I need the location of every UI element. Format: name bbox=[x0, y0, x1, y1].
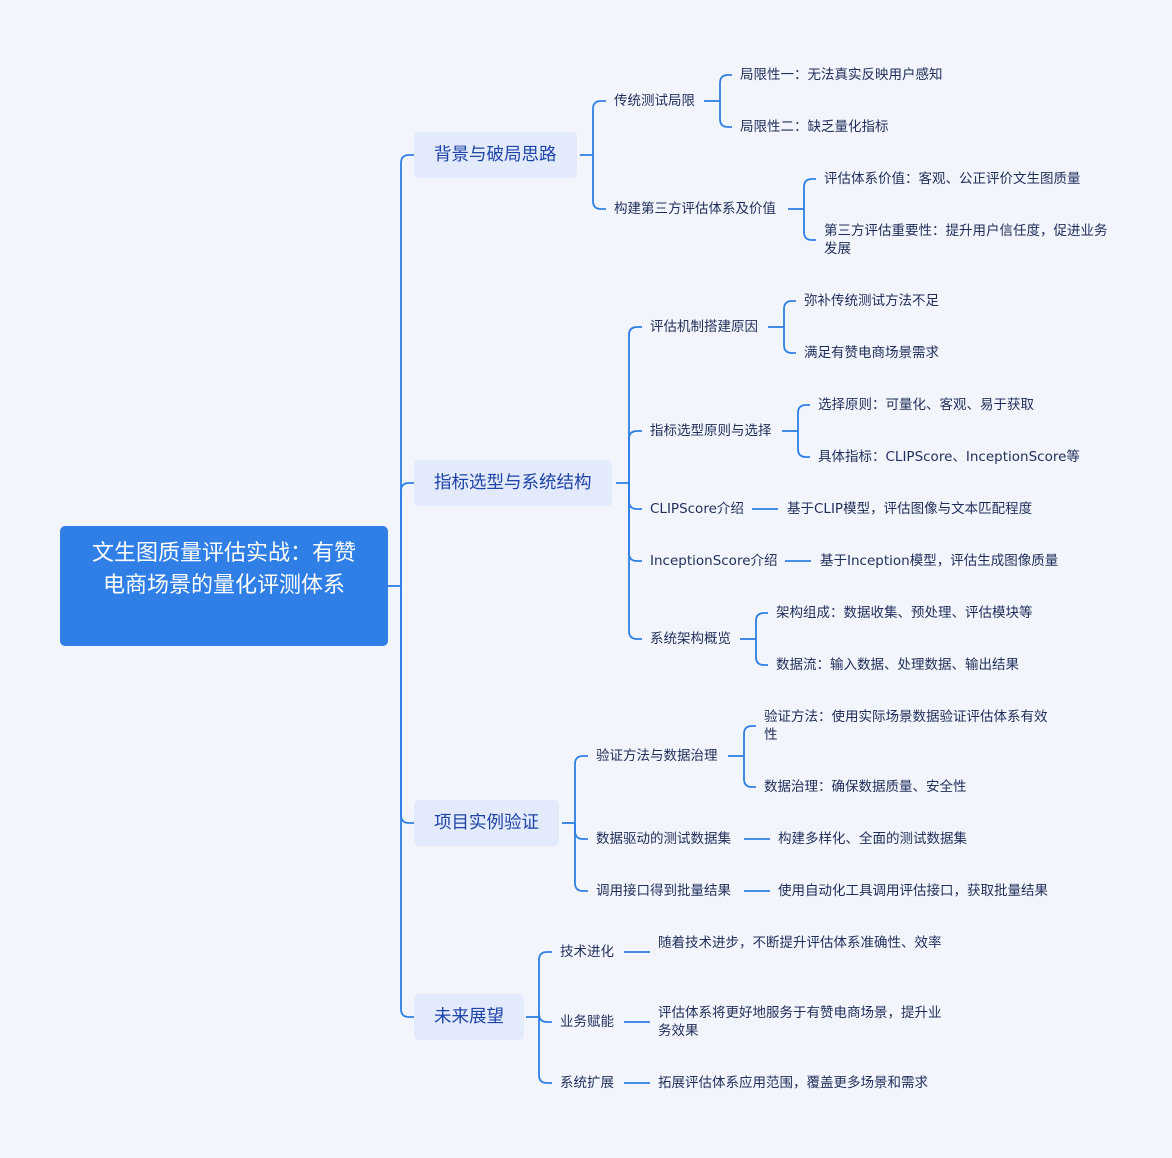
leaf-architecture-parts[interactable]: 架构组成：数据收集、预处理、评估模块等 bbox=[776, 605, 1033, 621]
leaf-validation-method[interactable]: 验证方法：使用实际场景数据验证评估体系有效性 bbox=[764, 709, 1048, 743]
edge-b0-branch-1 bbox=[592, 155, 606, 210]
branch-validation[interactable]: 项目实例验证 bbox=[414, 800, 559, 846]
edge-b0c0-branch-1 bbox=[719, 101, 732, 128]
edge-b1c1-branch-0 bbox=[797, 404, 810, 431]
edge-b0c0-branch-0 bbox=[719, 74, 732, 101]
leaf-specific-metrics[interactable]: 具体指标：CLIPScore、InceptionScore等 bbox=[818, 449, 1080, 465]
topic-third-party-system[interactable]: 构建第三方评估体系及价值 bbox=[614, 201, 776, 217]
branch-background[interactable]: 背景与破局思路 bbox=[414, 132, 577, 178]
edge-b0-branch-0 bbox=[592, 100, 606, 155]
topic-mechanism-reason[interactable]: 评估机制搭建原因 bbox=[650, 319, 758, 335]
leaf-system-expansion[interactable]: 拓展评估体系应用范围，覆盖更多场景和需求 bbox=[658, 1075, 928, 1091]
branch-future[interactable]: 未来展望 bbox=[414, 994, 524, 1040]
leaf-clipscore-desc[interactable]: 基于CLIP模型，评估图像与文本匹配程度 bbox=[787, 501, 1033, 517]
topic-business-enable[interactable]: 业务赋能 bbox=[560, 1014, 614, 1030]
leaf-selection-principle[interactable]: 选择原则：可量化、客观、易于获取 bbox=[818, 397, 1034, 413]
topic-batch-results[interactable]: 调用接口得到批量结果 bbox=[596, 883, 731, 899]
leaf-mechanism-2[interactable]: 满足有赞电商场景需求 bbox=[804, 345, 939, 361]
edge-b2c0-branch-0 bbox=[743, 725, 756, 756]
topic-validation-method[interactable]: 验证方法与数据治理 bbox=[596, 748, 718, 764]
topic-metric-selection[interactable]: 指标选型原则与选择 bbox=[650, 423, 772, 439]
leaf-system-value[interactable]: 评估体系价值：客观、公正评价文生图质量 bbox=[824, 171, 1081, 187]
leaf-mechanism-1[interactable]: 弥补传统测试方法不足 bbox=[804, 293, 939, 309]
leaf-data-governance[interactable]: 数据治理：确保数据质量、安全性 bbox=[764, 779, 967, 795]
edge-b1-branch-3 bbox=[628, 483, 642, 562]
topic-tech-evolution[interactable]: 技术进化 bbox=[560, 944, 614, 960]
topic-traditional-limits[interactable]: 传统测试局限 bbox=[614, 93, 695, 109]
leaf-batch-results[interactable]: 使用自动化工具调用评估接口，获取批量结果 bbox=[778, 883, 1048, 899]
edge-b1c0-branch-1 bbox=[783, 327, 796, 354]
edge-root-branch-1 bbox=[400, 482, 414, 586]
edge-b1-branch-0 bbox=[628, 326, 642, 483]
edge-b0c1-branch-0 bbox=[803, 178, 816, 209]
edge-root-branch-0 bbox=[400, 154, 414, 586]
topic-architecture[interactable]: 系统架构概览 bbox=[650, 631, 731, 647]
leaf-business-enable[interactable]: 评估体系将更好地服务于有赞电商场景，提升业务效果 bbox=[658, 1005, 942, 1039]
edge-b2-branch-1 bbox=[574, 823, 588, 840]
edge-b2-branch-2 bbox=[574, 823, 588, 892]
leaf-limit-1[interactable]: 局限性一：无法真实反映用户感知 bbox=[740, 67, 943, 83]
leaf-tech-evolution[interactable]: 随着技术进步，不断提升评估体系准确性、效率 bbox=[658, 935, 942, 951]
edge-b1-branch-1 bbox=[628, 430, 642, 483]
topic-system-expansion[interactable]: 系统扩展 bbox=[560, 1075, 614, 1091]
edge-root-branch-2 bbox=[400, 586, 414, 824]
leaf-inceptionscore-desc[interactable]: 基于Inception模型，评估生成图像质量 bbox=[820, 553, 1059, 569]
leaf-third-party-importance[interactable]: 第三方评估重要性：提升用户信任度，促进业务发展 bbox=[824, 223, 1108, 257]
leaf-data-flow[interactable]: 数据流：输入数据、处理数据、输出结果 bbox=[776, 657, 1019, 673]
edge-b2-branch-0 bbox=[574, 755, 588, 823]
edge-b1c0-branch-0 bbox=[783, 300, 796, 327]
edge-root-branch-3 bbox=[400, 586, 414, 1018]
edge-b3-branch-1 bbox=[538, 1013, 552, 1023]
edge-b1c4-branch-0 bbox=[755, 612, 768, 639]
edge-b1-branch-2 bbox=[628, 483, 642, 510]
edge-b3-branch-0 bbox=[538, 951, 552, 1017]
branch-metrics[interactable]: 指标选型与系统结构 bbox=[414, 460, 612, 506]
leaf-test-dataset[interactable]: 构建多样化、全面的测试数据集 bbox=[778, 831, 967, 847]
edge-b0c1-branch-1 bbox=[803, 209, 816, 241]
topic-clipscore[interactable]: CLIPScore介绍 bbox=[650, 501, 744, 517]
edge-b3-branch-2 bbox=[538, 1017, 552, 1084]
topic-inceptionscore[interactable]: InceptionScore介绍 bbox=[650, 553, 778, 569]
edge-b1-branch-4 bbox=[628, 483, 642, 640]
topic-test-dataset[interactable]: 数据驱动的测试数据集 bbox=[596, 831, 731, 847]
edge-b1c1-branch-1 bbox=[797, 431, 810, 458]
edge-b2c0-branch-1 bbox=[743, 756, 756, 788]
root-topic[interactable]: 文生图质量评估实战：有赞电商场景的量化评测体系 bbox=[60, 526, 388, 646]
leaf-limit-2[interactable]: 局限性二：缺乏量化指标 bbox=[740, 119, 889, 135]
edge-b1c4-branch-1 bbox=[755, 639, 768, 666]
